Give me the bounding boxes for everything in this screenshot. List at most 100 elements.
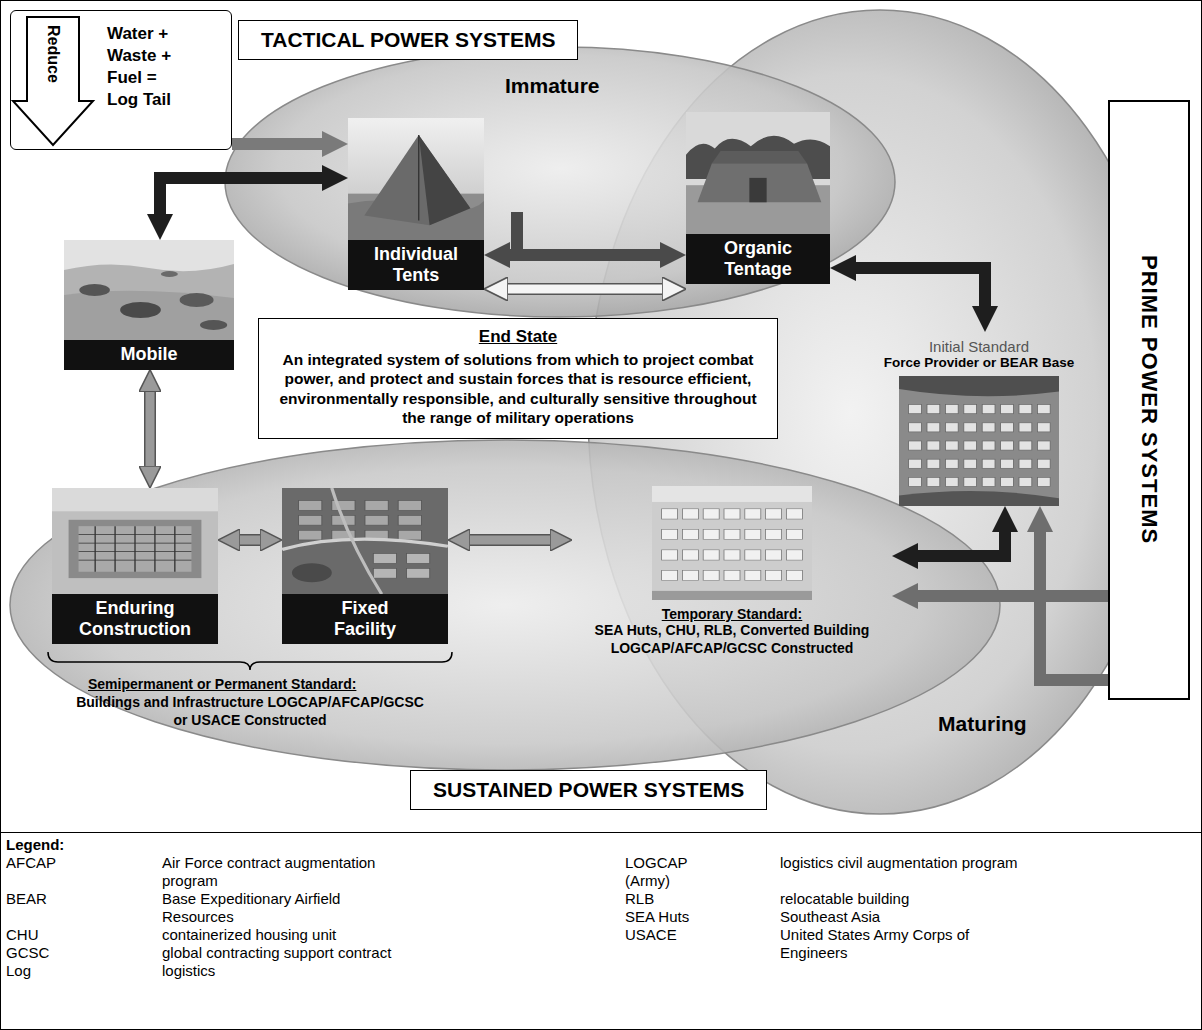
graphic-part — [703, 509, 719, 519]
graphic-part — [64, 291, 234, 340]
photo-box: Mobile — [64, 240, 234, 370]
legend-divider — [0, 832, 1202, 833]
graphic-part — [945, 423, 958, 432]
callout-box: ReduceWater + Waste + Fuel = Log Tail — [10, 10, 232, 150]
connector-arrow — [856, 268, 985, 306]
graphic-part — [652, 486, 812, 600]
graphic-part — [1001, 441, 1014, 450]
table-cell: RLB — [625, 890, 775, 908]
graphic-part — [200, 320, 227, 330]
graphic-part — [927, 423, 940, 432]
graphic-part — [332, 488, 382, 594]
graphic-part — [365, 501, 388, 511]
graphic-part — [1037, 459, 1050, 468]
graphic-part — [749, 178, 766, 202]
table-cell: GCSC — [6, 944, 156, 962]
photo-caption: Enduring Construction — [52, 594, 218, 644]
found-photo — [52, 488, 218, 594]
stage-label: Immature — [505, 74, 600, 98]
table-cell: SEA Huts — [625, 908, 775, 926]
graphic-part — [899, 376, 1059, 506]
graphic-part — [1019, 405, 1032, 414]
connector-arrow — [1040, 532, 1108, 680]
graphic-part — [282, 539, 448, 549]
stage-body: SEA Huts, CHU, RLB, Converted Building L… — [572, 622, 892, 657]
table-cell: Southeast Asia — [780, 908, 1180, 926]
end-state-box: End State An integrated system of solutio… — [258, 318, 778, 439]
table-cell: logistics civil augmentation program — [780, 854, 1180, 872]
arrow-shaft — [918, 532, 1005, 556]
mobile-photo — [64, 240, 234, 340]
arrow-label: Reduce — [44, 25, 62, 83]
graphic-part — [982, 441, 995, 450]
graphic-part — [909, 423, 922, 432]
graphic-part — [282, 488, 448, 594]
graphic-part — [909, 405, 922, 414]
stage-heading: Temporary Standard: — [572, 606, 892, 622]
connector-arrow — [240, 540, 260, 541]
table-cell: United States Army Corps of Engineers — [780, 926, 1030, 962]
graphic-part — [682, 529, 698, 539]
graphic-part — [299, 501, 322, 511]
standard-heading: Semipermanent or Permanent Standard: — [88, 676, 468, 692]
box-heading: End State — [273, 327, 763, 347]
table-cell: Log — [6, 962, 156, 980]
table-cell: Air Force contract augmentation program — [162, 854, 412, 890]
arrow-outline — [240, 534, 260, 546]
graphic-part — [1001, 459, 1014, 468]
graphic-part — [724, 550, 740, 560]
graphic-part — [365, 516, 388, 526]
connector-arrow — [150, 392, 151, 466]
graphic-part — [766, 529, 782, 539]
table-cell: CHU — [6, 926, 156, 944]
photo-caption: Mobile — [64, 340, 234, 370]
arrow-outline — [144, 392, 156, 466]
graphic-part — [724, 570, 740, 580]
graphic-part — [79, 284, 110, 296]
graphic-part — [398, 530, 421, 540]
photo-box: Initial StandardForce Provider or BEAR B… — [866, 332, 1092, 506]
graphic-part — [1019, 441, 1032, 450]
arrow-shaft — [232, 138, 322, 150]
graphic-part — [909, 477, 922, 486]
graphic-part — [1037, 405, 1050, 414]
base-photo — [899, 376, 1059, 506]
connector-arrow — [232, 144, 322, 145]
graphic-part — [52, 488, 218, 594]
arrow-outline — [470, 534, 550, 546]
graphic-part — [945, 477, 958, 486]
legend-heading: Legend: — [6, 836, 64, 853]
graphic-part — [745, 550, 761, 560]
arrow-outline — [508, 283, 662, 295]
table-cell: containerized housing unit — [162, 926, 462, 944]
graphic-part — [982, 477, 995, 486]
graphic-part — [398, 516, 421, 526]
graphic-part — [652, 591, 812, 600]
graphic-part — [1019, 459, 1032, 468]
group-bracket — [48, 652, 452, 670]
graphic-part — [407, 554, 430, 564]
photo-caption: Fixed Facility — [282, 594, 448, 644]
arrow-shaft — [1040, 532, 1108, 680]
arrow-shaft — [470, 536, 550, 545]
graphic-part — [120, 302, 161, 318]
graphic-part — [909, 459, 922, 468]
photo-box: Organic Tentage — [686, 112, 830, 284]
arrow-shaft — [918, 590, 1108, 602]
graphic-part — [292, 563, 332, 582]
region-title: PRIME POWER SYSTEMS — [1136, 255, 1162, 544]
box-body: An integrated system of solutions from w… — [273, 350, 763, 428]
graphic-part — [348, 118, 484, 240]
graphic-part — [299, 530, 322, 540]
graphic-part — [927, 459, 940, 468]
connector-arrow — [918, 596, 1108, 597]
photo-caption: Individual Tents — [348, 240, 484, 290]
table-cell: logistics — [162, 962, 462, 980]
graphic-part — [1001, 423, 1014, 432]
graphic-part — [662, 529, 678, 539]
title-box: SUSTAINED POWER SYSTEMS — [410, 770, 767, 810]
table-cell: LOGCAP (Army) — [625, 854, 725, 890]
graphic-part — [766, 550, 782, 560]
graphic-part — [686, 112, 830, 234]
